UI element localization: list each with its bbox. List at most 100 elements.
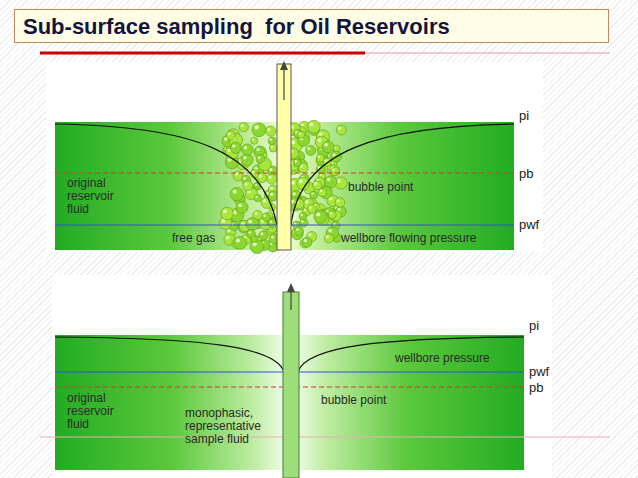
gas-bubble bbox=[262, 213, 270, 221]
bubble-highlight bbox=[291, 140, 295, 144]
bubble-highlight bbox=[324, 143, 328, 147]
bubble-highlight bbox=[337, 179, 341, 183]
gas-bubble bbox=[267, 174, 277, 184]
bubble-highlight bbox=[271, 236, 274, 239]
bubble-highlight bbox=[227, 229, 230, 232]
bubble-highlight bbox=[243, 177, 246, 180]
bubble-highlight bbox=[268, 176, 271, 179]
bubble-highlight bbox=[299, 179, 303, 183]
gas-bubble bbox=[299, 213, 307, 221]
gas-bubble bbox=[251, 137, 258, 144]
bubble-highlight bbox=[295, 160, 297, 162]
bubble-highlight bbox=[223, 209, 227, 213]
title-underline bbox=[40, 52, 365, 55]
bubble-highlight bbox=[270, 193, 273, 196]
bubble-highlight bbox=[261, 232, 264, 235]
gas-bubble bbox=[294, 227, 303, 236]
slide-title: Sub-surface sampling for Oil Reservoirs bbox=[23, 14, 450, 40]
gas-bubble bbox=[256, 155, 265, 164]
gas-bubble bbox=[302, 237, 312, 247]
bubble-highlight bbox=[255, 125, 259, 129]
band-label: monophasic, representative sample fluid bbox=[185, 407, 280, 446]
bubble-highlight bbox=[311, 192, 313, 194]
bubble-highlight bbox=[232, 144, 235, 147]
gas-bubble bbox=[246, 218, 259, 231]
bubble-highlight bbox=[252, 139, 254, 141]
bubble-highlight bbox=[255, 212, 258, 215]
bubble-highlight bbox=[299, 133, 301, 135]
bubble-highlight bbox=[295, 131, 298, 134]
bubble-highlight bbox=[301, 214, 303, 216]
flow-arrow-head bbox=[280, 61, 288, 70]
flow-arrow bbox=[290, 290, 291, 310]
gas-bubble bbox=[242, 144, 254, 156]
bubble-highlight bbox=[263, 215, 266, 218]
pressure-label: pi bbox=[519, 108, 529, 123]
band-label: bubble point bbox=[321, 394, 386, 407]
bubble-highlight bbox=[320, 190, 322, 192]
gas-bubble bbox=[306, 145, 316, 155]
bubble-highlight bbox=[270, 221, 273, 224]
gas-bubble bbox=[252, 123, 266, 137]
band-label: wellbore flowing pressure bbox=[341, 232, 476, 245]
bubble-highlight bbox=[267, 128, 270, 131]
bubble-highlight bbox=[337, 199, 340, 202]
gas-bubble bbox=[322, 141, 334, 153]
band-label: free gas bbox=[172, 232, 215, 245]
gas-bubble bbox=[307, 205, 316, 214]
gas-bubble bbox=[254, 195, 261, 202]
gas-bubble bbox=[310, 191, 318, 199]
pressure-label: pb bbox=[529, 380, 543, 395]
bubble-highlight bbox=[263, 199, 266, 202]
gas-bubble bbox=[221, 207, 234, 220]
band-label: original reservoir fluid bbox=[67, 392, 137, 431]
bubble-highlight bbox=[257, 148, 260, 151]
gas-bubble bbox=[243, 181, 253, 191]
bubble-highlight bbox=[301, 220, 304, 223]
bubble-highlight bbox=[255, 196, 257, 198]
gas-bubble bbox=[226, 131, 235, 140]
gas-bubble bbox=[331, 167, 340, 176]
gas-bubble bbox=[324, 234, 333, 243]
bubble-highlight bbox=[293, 192, 296, 195]
gas-bubble bbox=[314, 210, 327, 223]
gas-bubble bbox=[336, 125, 346, 135]
bubble-highlight bbox=[318, 156, 320, 158]
bubble-highlight bbox=[249, 231, 251, 233]
gas-bubble bbox=[298, 131, 305, 138]
gas-bubble bbox=[234, 236, 247, 249]
bubble-highlight bbox=[317, 138, 321, 142]
bubble-highlight bbox=[325, 160, 327, 162]
bubble-highlight bbox=[271, 146, 273, 148]
bubble-highlight bbox=[233, 190, 237, 194]
bubble-highlight bbox=[309, 206, 312, 209]
bubble-highlight bbox=[238, 203, 242, 207]
bubble-highlight bbox=[226, 236, 229, 239]
bubble-highlight bbox=[255, 184, 257, 186]
band-label: original reservoir fluid bbox=[67, 177, 137, 216]
bubble-highlight bbox=[319, 132, 323, 136]
band-label: wellbore pressure bbox=[395, 352, 490, 365]
bubble-highlight bbox=[338, 127, 341, 130]
gas-bubble bbox=[269, 144, 277, 152]
bubble-highlight bbox=[332, 169, 335, 172]
pressure-label: pwf bbox=[529, 364, 549, 379]
gas-bubble bbox=[329, 165, 339, 175]
title-box: Sub-surface sampling for Oil Reservoirs bbox=[14, 9, 609, 43]
gas-bubble bbox=[335, 198, 345, 208]
pressure-label: pwf bbox=[519, 217, 539, 232]
bubble-highlight bbox=[308, 233, 311, 236]
pressure-label: pi bbox=[529, 318, 539, 333]
wellbore-tube bbox=[283, 292, 299, 478]
bubble-highlight bbox=[241, 124, 244, 127]
gas-bubble bbox=[328, 211, 336, 219]
gas-bubble bbox=[313, 181, 322, 190]
bubble-highlight bbox=[330, 212, 332, 214]
wellbore-tube bbox=[277, 64, 291, 250]
bubble-highlight bbox=[326, 235, 329, 238]
bubble-highlight bbox=[228, 133, 231, 136]
pressure-label: pb bbox=[519, 166, 533, 181]
gas-bubble bbox=[266, 126, 276, 136]
gas-bubble bbox=[239, 123, 248, 132]
gas-bubble bbox=[230, 187, 243, 200]
